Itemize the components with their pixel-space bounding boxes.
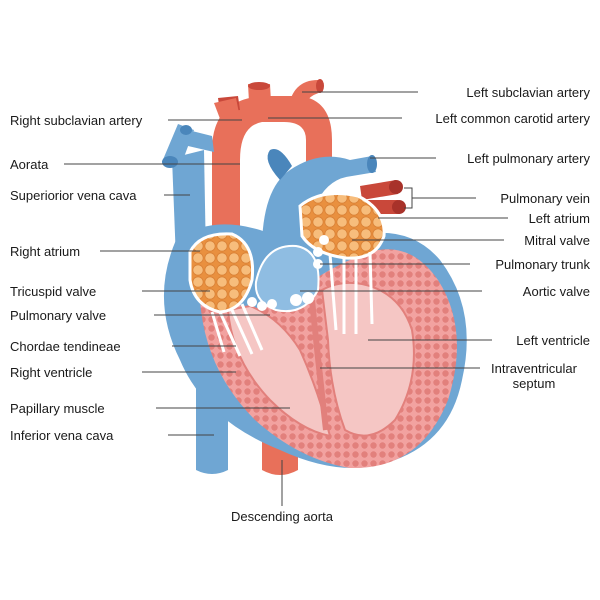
- label-pulmonary-trunk: Pulmonary trunk: [495, 257, 590, 272]
- label-left-atrium: Left atrium: [529, 211, 590, 226]
- label-inferior-vena-cava: Inferior vena cava: [10, 428, 113, 443]
- label-descending-aorta: Descending aorta: [222, 509, 342, 524]
- label-intraventricular-septum: Intraventricular septum: [484, 361, 584, 391]
- label-aortic-valve: Aortic valve: [523, 284, 590, 299]
- label-papillary-muscle: Papillary muscle: [10, 401, 105, 416]
- label-right-ventricle: Right ventricle: [10, 365, 92, 380]
- right-atrium-shape: [190, 234, 253, 312]
- label-left-pulmonary-artery: Left pulmonary artery: [467, 151, 590, 166]
- label-superior-vena-cava: Superiorior vena cava: [10, 188, 136, 203]
- label-mitral-valve: Mitral valve: [524, 233, 590, 248]
- label-chordae-tendineae: Chordae tendineae: [10, 339, 121, 354]
- label-tricuspid-valve: Tricuspid valve: [10, 284, 96, 299]
- label-left-subclavian-artery: Left subclavian artery: [466, 85, 590, 100]
- label-pulmonary-valve: Pulmonary valve: [10, 308, 106, 323]
- label-pulmonary-vein: Pulmonary vein: [500, 191, 590, 206]
- label-left-common-carotid-artery: Left common carotid artery: [435, 111, 590, 126]
- label-aorata: Aorata: [10, 157, 48, 172]
- label-intraventricular-septum-line2: septum: [484, 376, 584, 391]
- label-left-ventricle: Left ventricle: [516, 333, 590, 348]
- label-right-atrium: Right atrium: [10, 244, 80, 259]
- left-atrium-shape: [300, 194, 384, 259]
- label-intraventricular-septum-line1: Intraventricular: [484, 361, 584, 376]
- label-right-subclavian-artery: Right subclavian artery: [10, 113, 142, 128]
